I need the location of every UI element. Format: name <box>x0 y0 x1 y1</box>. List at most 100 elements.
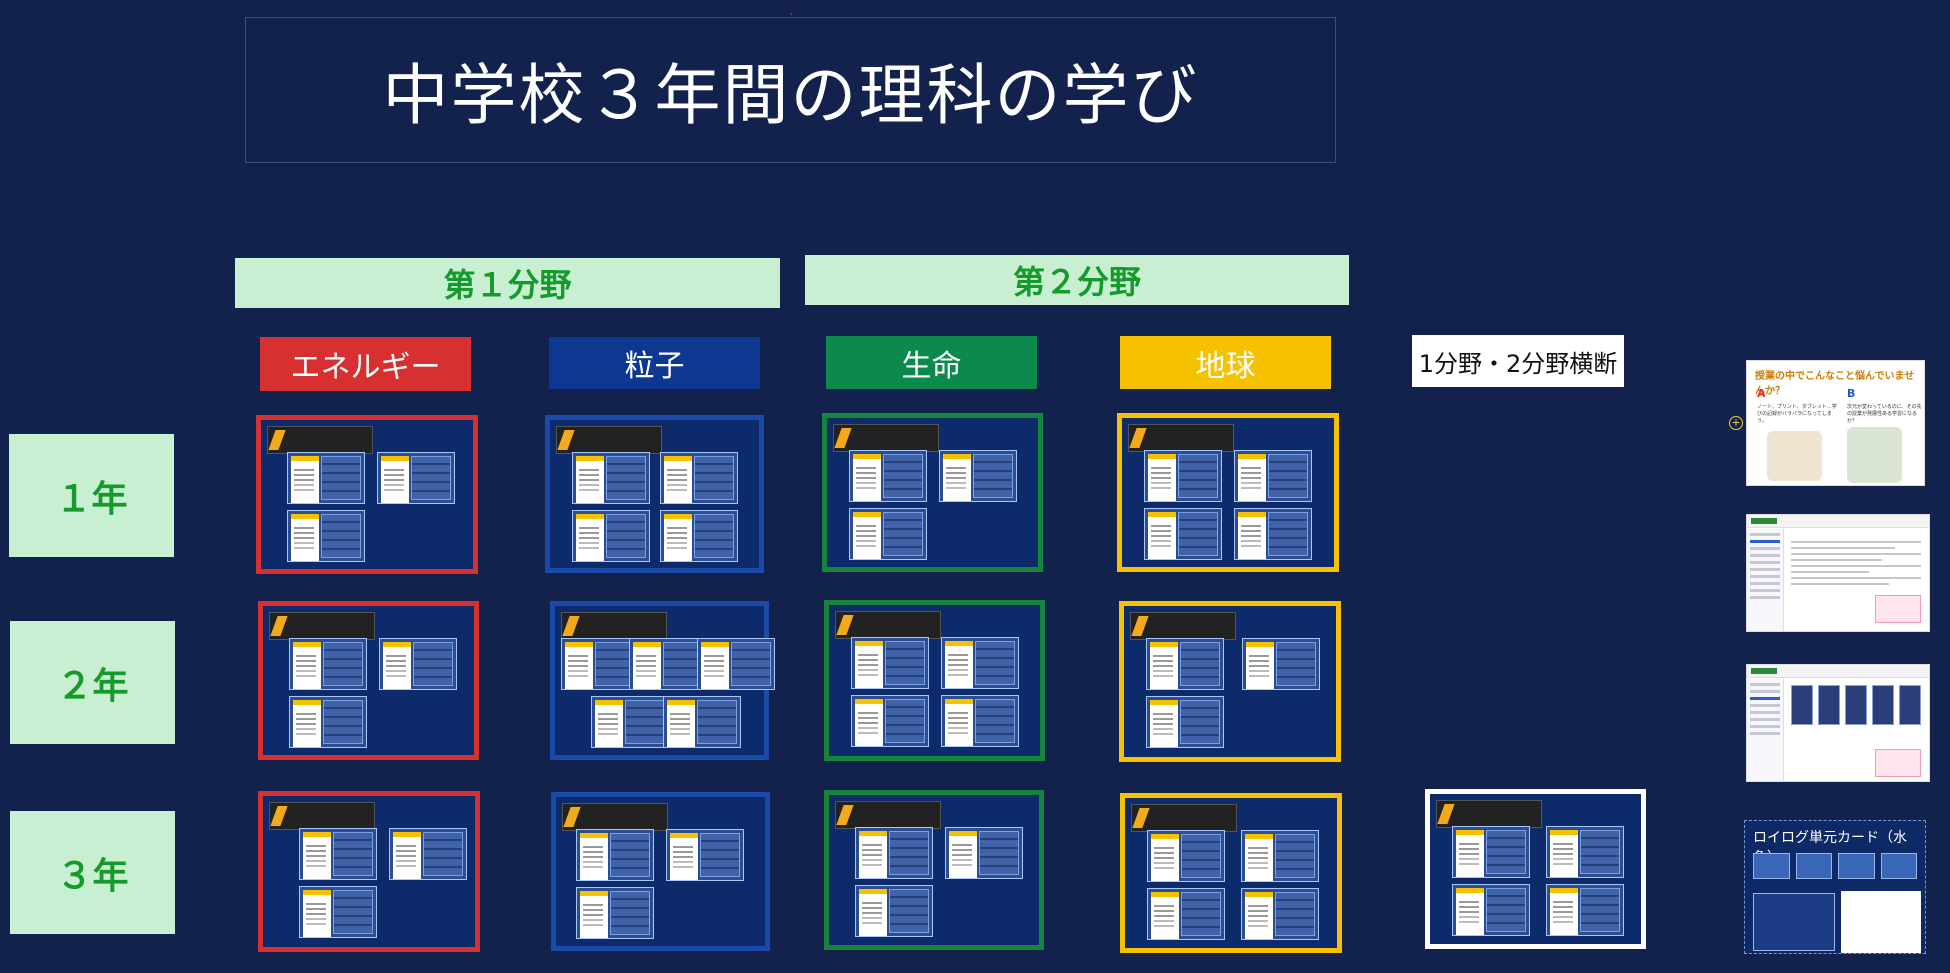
unit-thumbnail[interactable] <box>572 510 650 562</box>
unit-thumbnail[interactable] <box>572 452 650 504</box>
unit-thumbnail[interactable] <box>1242 638 1320 690</box>
category-life: 生命 <box>826 336 1037 389</box>
web-sidebar <box>1747 679 1784 781</box>
unit-thumbnail[interactable] <box>1452 884 1530 936</box>
page-title: 中学校３年間の理科の学び <box>245 17 1336 163</box>
unit-thumbnail[interactable] <box>941 637 1019 689</box>
unit-thumbnail[interactable] <box>945 827 1023 879</box>
question-slide[interactable]: 授業の中でこんなこと悩んでいませんか？ A B ノート、プリント、タブレット…学… <box>1746 360 1925 486</box>
unit-thumbnail[interactable] <box>1241 830 1319 882</box>
roilog-unit-card-panel[interactable]: ロイログ単元カード（水色） <box>1744 820 1926 954</box>
unit-card-life-y1[interactable] <box>822 413 1043 572</box>
unit-card-particle-y3[interactable] <box>551 792 770 951</box>
unit-card-particle-y2[interactable] <box>550 601 775 760</box>
field-1-header: 第１分野 <box>235 258 780 308</box>
unit-thumbnail[interactable] <box>660 510 738 562</box>
unit-thumbnail[interactable] <box>1546 884 1624 936</box>
unit-thumbnail[interactable] <box>1234 508 1312 560</box>
unit-thumbnail[interactable] <box>939 450 1017 502</box>
unit-thumbnail[interactable] <box>576 829 654 881</box>
unit-card-energy-y1[interactable] <box>256 415 478 574</box>
unit-thumbnail[interactable] <box>1234 450 1312 502</box>
field-2-header: 第２分野 <box>805 255 1349 305</box>
unit-thumbnail[interactable] <box>1146 696 1224 748</box>
option-b-label: B <box>1847 387 1856 400</box>
web-screenshot-1[interactable] <box>1746 514 1930 632</box>
unit-thumbnail[interactable] <box>855 827 933 879</box>
unit-tag <box>833 424 939 452</box>
unit-thumbnail[interactable] <box>666 829 744 881</box>
unit-thumbnail[interactable] <box>629 638 707 690</box>
unit-tag <box>269 612 375 640</box>
unit-thumbnail[interactable] <box>287 452 365 504</box>
handle-marker[interactable]: • <box>790 12 793 18</box>
unit-card-earth-y2[interactable] <box>1119 601 1341 762</box>
unit-card-life-y2[interactable] <box>824 600 1045 761</box>
unit-tag <box>835 801 941 829</box>
unit-card-life-y3[interactable] <box>824 790 1044 950</box>
unit-thumbnail[interactable] <box>379 638 457 690</box>
unit-thumbnail[interactable] <box>289 638 367 690</box>
unit-thumbnail[interactable] <box>1546 826 1624 878</box>
add-connector-icon[interactable]: + <box>1729 416 1743 430</box>
unit-thumbnail[interactable] <box>1241 888 1319 940</box>
unit-thumbnail[interactable] <box>389 828 467 880</box>
unit-thumbnail[interactable] <box>591 696 669 748</box>
unit-thumbnail[interactable] <box>697 638 775 690</box>
option-a-text: ノート、プリント、タブレット…学びの記録がバラバラになってしまう。 <box>1757 404 1837 424</box>
browser-bar <box>1747 515 1929 528</box>
question-title: 授業の中でこんなこと悩んでいませんか？ <box>1755 371 1915 397</box>
web-thumbnails <box>1791 685 1921 725</box>
unit-thumbnail[interactable] <box>1144 508 1222 560</box>
unit-thumbnail[interactable] <box>851 637 929 689</box>
unit-tag <box>269 802 375 830</box>
unit-thumbnail[interactable] <box>1452 826 1530 878</box>
unit-tag <box>1131 804 1237 832</box>
web-sidebar <box>1747 529 1784 631</box>
student-illustration <box>1767 431 1822 481</box>
browser-bar <box>1747 665 1929 678</box>
roilog-thumbnail-row <box>1753 853 1917 879</box>
unit-thumbnail[interactable] <box>849 450 927 502</box>
unit-card-cross-y3[interactable] <box>1425 789 1646 949</box>
roilog-card-preview[interactable] <box>1753 893 1835 951</box>
unit-thumbnail[interactable] <box>1147 830 1225 882</box>
unit-tag <box>1128 424 1234 452</box>
unit-thumbnail[interactable] <box>1147 888 1225 940</box>
unit-card-earth-y3[interactable] <box>1120 793 1342 953</box>
option-b-text: 次元が変わっているのに、その先の授業が発展性ある学習になるか？ <box>1847 404 1922 424</box>
web-screenshot-2[interactable] <box>1746 664 1930 782</box>
year-1-label: １年 <box>9 434 174 557</box>
unit-thumbnail[interactable] <box>576 887 654 939</box>
unit-tag <box>556 426 662 454</box>
unit-thumbnail[interactable] <box>1146 638 1224 690</box>
unit-thumbnail[interactable] <box>299 828 377 880</box>
unit-tag <box>1130 612 1236 640</box>
unit-thumbnail[interactable] <box>289 696 367 748</box>
unit-tag <box>1436 800 1542 828</box>
unit-thumbnail[interactable] <box>299 886 377 938</box>
unit-thumbnail[interactable] <box>377 452 455 504</box>
unit-thumbnail[interactable] <box>855 885 933 937</box>
unit-thumbnail[interactable] <box>851 695 929 747</box>
unit-thumbnail[interactable] <box>287 510 365 562</box>
category-energy: エネルギー <box>260 337 471 391</box>
unit-tag <box>562 803 668 831</box>
unit-thumbnail[interactable] <box>1144 450 1222 502</box>
unit-thumbnail[interactable] <box>663 696 741 748</box>
year-3-label: ３年 <box>10 811 175 934</box>
web-content <box>1791 537 1921 589</box>
unit-tag <box>835 611 941 639</box>
unit-card-particle-y1[interactable] <box>545 415 764 573</box>
unit-thumbnail[interactable] <box>849 508 927 560</box>
year-2-label: ２年 <box>10 621 175 744</box>
unit-thumbnail[interactable] <box>941 695 1019 747</box>
option-a-label: A <box>1757 387 1766 400</box>
unit-thumbnail[interactable] <box>561 638 639 690</box>
unit-card-earth-y1[interactable] <box>1117 413 1339 572</box>
unit-card-energy-y2[interactable] <box>258 601 479 760</box>
unit-tag <box>561 612 667 640</box>
unit-card-energy-y3[interactable] <box>258 791 480 952</box>
roilog-note <box>1841 891 1921 953</box>
unit-thumbnail[interactable] <box>660 452 738 504</box>
